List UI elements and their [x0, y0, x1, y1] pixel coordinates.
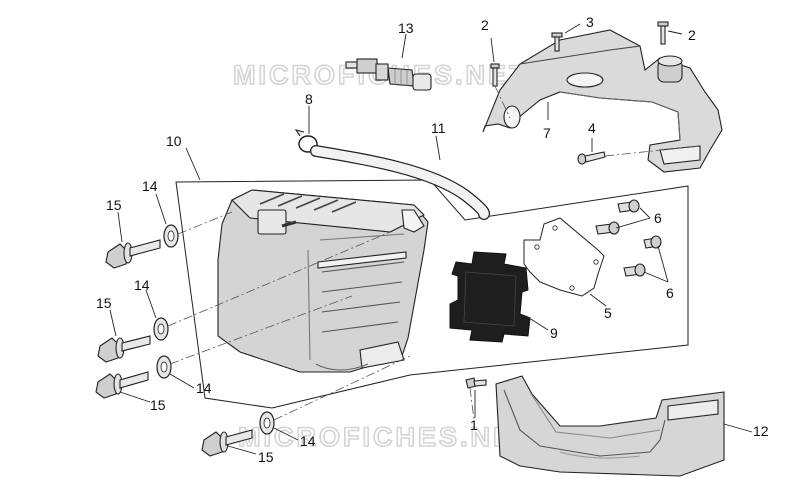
gasket-5: [523, 217, 605, 297]
callout-6-lower: 6: [666, 285, 674, 301]
callout-1: 1: [470, 417, 478, 433]
screw-6a: [617, 199, 640, 213]
callout-15-b: 15: [96, 295, 112, 311]
callouts: 1 2 2 3 4 5 6 6 7 8 9 10 11 12 13 14 14 …: [96, 14, 769, 465]
callout-15-a: 15: [106, 197, 122, 213]
callout-10: 10: [166, 133, 182, 149]
bolt-15d: [201, 429, 253, 457]
hose-clamp-8: [294, 129, 318, 153]
callout-11: 11: [431, 120, 446, 136]
callout-2-left: 2: [481, 17, 489, 33]
screw-6b: [595, 221, 620, 235]
callout-14-a: 14: [142, 178, 158, 194]
leader-lines: [109, 23, 753, 455]
screw-1: [465, 377, 487, 389]
assembly-group-outline: [175, 179, 689, 409]
screw-2-right: [657, 21, 669, 45]
screw-6d: [623, 263, 646, 277]
watermark-bottom: MICROFICHES.NET: [238, 422, 534, 452]
callout-14-b: 14: [134, 277, 150, 293]
callout-7: 7: [543, 125, 551, 141]
screw-6c: [643, 235, 662, 249]
callout-14-c: 14: [196, 380, 212, 396]
upper-cover-7: [482, 29, 723, 173]
washer-14a: [163, 224, 179, 248]
gasket-9: [449, 251, 531, 343]
washer-14d: [259, 411, 275, 435]
screw-3: [551, 32, 563, 52]
callout-6-upper: 6: [654, 210, 662, 226]
screw-4: [577, 151, 606, 165]
callout-8: 8: [305, 91, 313, 107]
callout-15-d: 15: [258, 449, 274, 465]
callout-2-right: 2: [688, 27, 696, 43]
alignment-lines: [167, 85, 701, 421]
bolt-15a: [105, 239, 161, 269]
callout-12: 12: [753, 423, 769, 439]
callout-14-d: 14: [300, 433, 316, 449]
callout-9: 9: [550, 325, 558, 341]
spark-plug-13: [345, 58, 432, 91]
hose-11: [310, 145, 491, 220]
lower-cover-12: [495, 375, 725, 477]
washer-14c: [156, 355, 172, 379]
valve-cover-10: [217, 189, 429, 373]
callout-3: 3: [586, 14, 594, 30]
callout-15-c: 15: [150, 397, 166, 413]
callout-5: 5: [604, 305, 612, 321]
bolt-15c: [95, 371, 149, 399]
washer-14b: [153, 317, 169, 341]
callout-13: 13: [398, 20, 414, 36]
bolt-15b: [97, 335, 151, 363]
callout-4: 4: [588, 120, 596, 136]
